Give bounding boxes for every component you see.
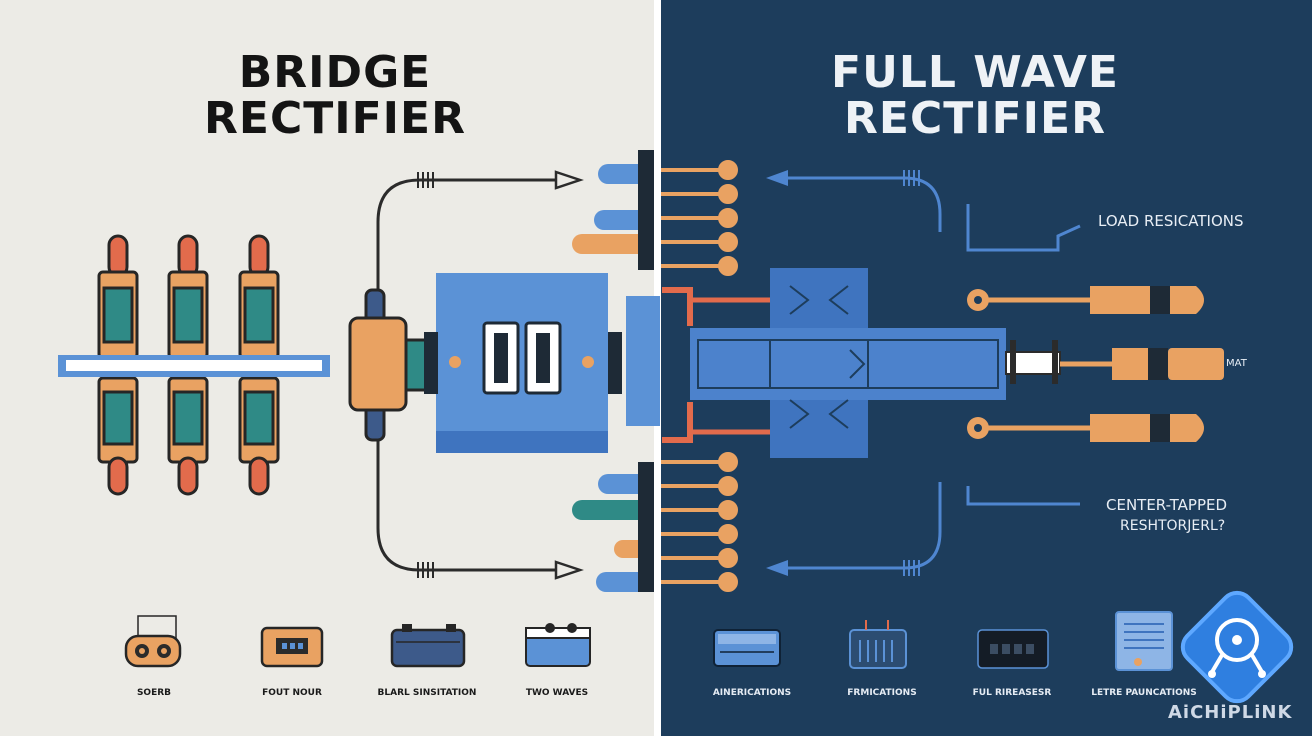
lower-right-arrow — [780, 482, 942, 570]
left-title: BRIDGE RECTIFIER — [150, 50, 520, 142]
brand-logo-icon — [1180, 590, 1294, 704]
probe-top — [967, 286, 1204, 314]
upper-arrow-head — [554, 170, 584, 190]
left-title-line2: RECTIFIER — [204, 93, 466, 144]
load-label: LOAD RESICATIONS — [1098, 212, 1244, 230]
bus-bar-inner — [66, 360, 322, 371]
caption-frmications: FRMICATIONS — [847, 688, 917, 698]
lower-arrow-head — [554, 560, 584, 580]
caption-ful-rireasesr: FUL RIREASESR — [972, 688, 1052, 698]
mat-label: MAT — [1226, 358, 1247, 369]
blarl-icon — [390, 624, 466, 668]
letre-paun-icon — [1115, 611, 1173, 671]
probe-bottom — [967, 414, 1204, 442]
ful-rireasesr-icon — [977, 629, 1049, 669]
right-title-line2: RECTIFIER — [844, 93, 1106, 144]
caption-ainerications: AINERICATIONS — [712, 688, 792, 698]
right-title-line1: FULL WAVE — [831, 47, 1119, 98]
caption-two-waves: TWO WAVES — [525, 688, 589, 698]
ainerications-icon — [713, 629, 781, 667]
left-header-lower — [638, 462, 654, 592]
probe-mid — [1060, 348, 1224, 380]
load-callout-line — [966, 204, 1081, 252]
diode-column — [97, 234, 139, 496]
center-tapped-label: CENTER-TAPPED — [1106, 496, 1228, 514]
lower-arrow-ribs — [417, 562, 434, 578]
output-post — [1005, 340, 1061, 384]
center-tapped-label-2: RESHTORJERL? — [1120, 518, 1226, 534]
right-pin-row-upper — [661, 160, 738, 276]
caption-fout-nour: FOUT NOUR — [262, 688, 322, 698]
two-waves-icon — [525, 623, 591, 667]
upper-arrow-ribs — [417, 172, 434, 188]
caption-soerb: SOERB — [136, 688, 172, 698]
red-traces — [662, 287, 693, 443]
diode-array — [58, 234, 330, 496]
brand-name: AiCHiPLiNK — [1168, 702, 1293, 723]
fout-nour-icon — [260, 626, 324, 668]
bridge-module — [424, 273, 622, 453]
diode-column — [167, 234, 209, 496]
diode-column — [238, 234, 280, 496]
full-wave-module — [690, 268, 1006, 458]
right-title: FULL WAVE RECTIFIER — [770, 50, 1180, 142]
input-connector — [348, 288, 434, 442]
left-title-line1: BRIDGE — [238, 47, 432, 98]
center-callout-line — [966, 486, 1080, 506]
caption-letre: LETRE PAUNCATIONS — [1091, 688, 1197, 698]
frmications-icon — [849, 620, 907, 669]
caption-blarl: BLARL SINSITATION — [377, 688, 477, 698]
soerb-icon — [124, 615, 182, 668]
upper-right-arrow — [780, 176, 942, 232]
left-header-upper — [638, 150, 654, 270]
right-pin-row-lower — [661, 452, 738, 592]
